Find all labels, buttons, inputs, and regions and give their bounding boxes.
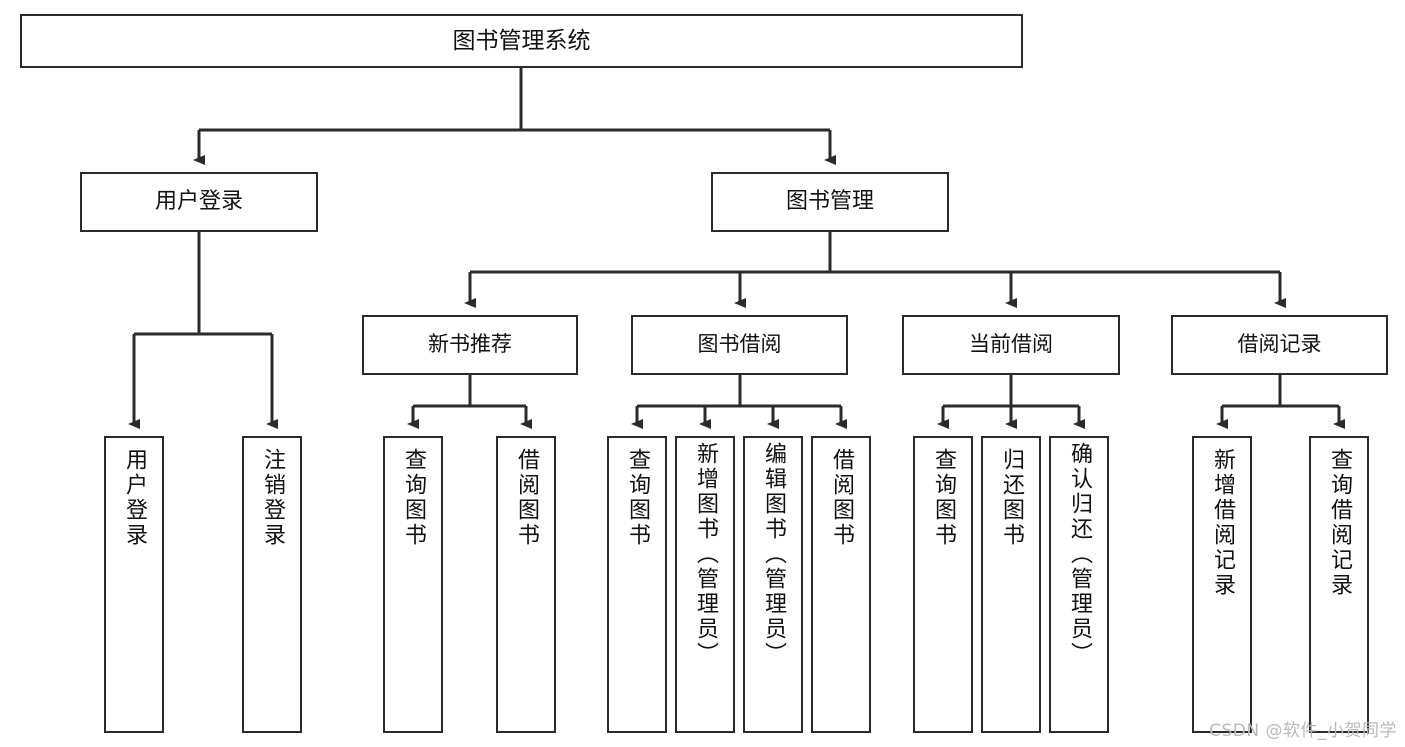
leaf-add-record-label: 新增借阅记录	[1210, 448, 1235, 598]
leaf-add-book-label: 新增图书（管理员）	[693, 442, 718, 667]
node-new-book-rec[interactable]: 新书推荐	[362, 315, 578, 375]
leaf-confirm-return-label: 确认归还（管理员）	[1067, 442, 1092, 667]
leaf-confirm-return[interactable]: 确认归还（管理员）	[1049, 436, 1109, 733]
leaf-borrow-book-1[interactable]: 借阅图书	[496, 436, 556, 733]
node-book-manage[interactable]: 图书管理	[711, 172, 949, 232]
node-book-borrow[interactable]: 图书借阅	[631, 315, 848, 375]
node-user-login[interactable]: 用户登录	[80, 172, 318, 232]
leaf-query-book-2-label: 查询图书	[625, 448, 650, 548]
leaf-return-book-label: 归还图书	[999, 448, 1024, 548]
node-current-borrow[interactable]: 当前借阅	[902, 315, 1120, 375]
leaf-borrow-book-1-label: 借阅图书	[514, 448, 539, 548]
leaf-user-login[interactable]: 用户登录	[104, 436, 164, 733]
leaf-query-record-label: 查询借阅记录	[1327, 448, 1352, 598]
leaf-query-book-2[interactable]: 查询图书	[607, 436, 667, 733]
leaf-return-book[interactable]: 归还图书	[981, 436, 1041, 733]
node-new-book-rec-label: 新书推荐	[428, 332, 512, 357]
leaf-borrow-book-2-label: 借阅图书	[829, 448, 854, 548]
node-borrow-record-label: 借阅记录	[1237, 332, 1322, 357]
leaf-query-book-3[interactable]: 查询图书	[913, 436, 973, 733]
leaf-user-login-label: 用户登录	[122, 448, 147, 548]
leaf-borrow-book-2[interactable]: 借阅图书	[811, 436, 871, 733]
node-borrow-record[interactable]: 借阅记录	[1171, 315, 1388, 375]
node-book-borrow-label: 图书借阅	[697, 332, 782, 357]
leaf-add-record[interactable]: 新增借阅记录	[1192, 436, 1252, 733]
leaf-edit-book[interactable]: 编辑图书（管理员）	[743, 436, 803, 733]
leaf-user-logout-label: 注销登录	[260, 448, 285, 548]
node-current-borrow-label: 当前借阅	[969, 332, 1053, 357]
csdn-watermark: CSDN @软件_小贺同学	[1209, 721, 1397, 741]
leaf-edit-book-label: 编辑图书（管理员）	[761, 442, 786, 667]
leaf-add-book[interactable]: 新增图书（管理员）	[675, 436, 735, 733]
leaf-query-book-3-label: 查询图书	[931, 448, 956, 548]
leaf-query-book-1[interactable]: 查询图书	[383, 436, 443, 733]
node-root-label: 图书管理系统	[452, 27, 591, 54]
node-book-manage-label: 图书管理	[785, 188, 874, 214]
node-user-login-label: 用户登录	[154, 188, 243, 214]
leaf-query-record[interactable]: 查询借阅记录	[1309, 436, 1369, 733]
node-root[interactable]: 图书管理系统	[20, 14, 1023, 68]
leaf-query-book-1-label: 查询图书	[401, 448, 426, 548]
leaf-user-logout[interactable]: 注销登录	[242, 436, 302, 733]
